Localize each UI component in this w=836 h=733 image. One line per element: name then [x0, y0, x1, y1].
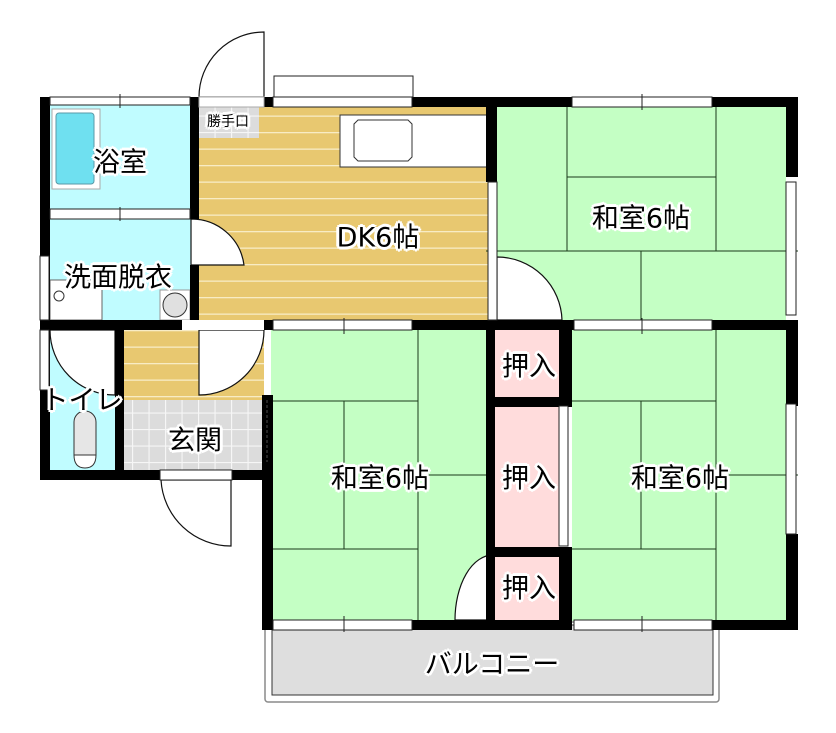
se-bottom-window: [573, 619, 713, 631]
back-door-tile: [199, 107, 259, 138]
back-door-label: 勝手口: [207, 114, 249, 130]
sw-top-window: [272, 319, 413, 331]
sw-bottom-window: [272, 619, 413, 631]
dk-window-frame: [273, 75, 414, 98]
toilet-bowl-icon: [73, 410, 97, 469]
closet-1-label: 押入: [502, 351, 556, 383]
hall-door-swing: [198, 329, 265, 396]
windows: [39, 75, 797, 632]
bathroom-label: 浴室: [93, 147, 147, 179]
washing-machine-icon: [162, 292, 188, 318]
toilet-door-swing: [49, 329, 116, 396]
washitsu-north-door-swing: [496, 256, 563, 321]
washitsu-southeast-floor: [572, 330, 798, 621]
dk-toilet-gap: [182, 320, 264, 330]
closet-1-floor: [495, 330, 559, 397]
closet-2-floor: [495, 407, 559, 547]
closet-3-label: 押入: [502, 573, 556, 605]
sink-icon: [53, 290, 65, 302]
east-window-north: [785, 181, 797, 316]
closet-3-floor: [495, 556, 559, 620]
bathtub-inner: [55, 112, 95, 185]
se-top-window: [573, 319, 713, 331]
wash-west-window: [39, 255, 50, 321]
washitsu-southwest-label: 和室6帖: [330, 463, 430, 495]
toilet-label: トイレ: [41, 385, 123, 417]
closet-2-label: 押入: [502, 463, 556, 495]
washitsu-southwest-floor: [271, 330, 488, 621]
entrance-floor: [124, 400, 264, 470]
closet-3-door-swing: [454, 554, 494, 621]
washitsu-southeast-label: 和室6帖: [630, 463, 730, 495]
kitchen-sink-icon: [353, 119, 413, 162]
washroom-label: 洗面脱衣: [64, 262, 172, 294]
balcony-label: バルコニー: [424, 649, 560, 681]
back-door-swing: [198, 31, 265, 98]
toilet-west-window: [39, 329, 50, 391]
entrance-door-frame: [159, 469, 233, 481]
east-window-south: [785, 403, 797, 535]
closet-2-sliding: [558, 405, 569, 547]
entrance-door-swing: [160, 479, 232, 547]
washitsu-north-label: 和室6帖: [591, 203, 691, 235]
dk-window: [272, 96, 413, 108]
dk-east-opening: [487, 181, 498, 321]
back-door-frame: [198, 96, 265, 108]
washroom-door-swing: [190, 218, 245, 266]
entrance-label: 玄関: [168, 425, 222, 457]
balcony: [264, 621, 720, 703]
door-swings: [49, 31, 563, 621]
dk-label: DK6帖: [336, 222, 420, 254]
